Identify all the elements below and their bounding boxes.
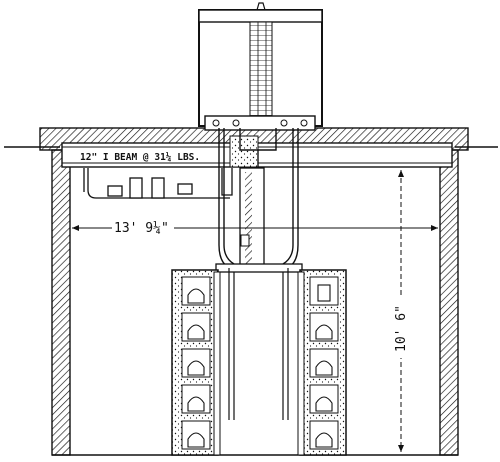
i-beam xyxy=(61,135,453,168)
left-switch-rack xyxy=(171,269,221,456)
right-wall xyxy=(439,149,459,456)
crossbar xyxy=(215,263,303,273)
width-dimension-label: 13' 9¼" xyxy=(114,221,169,236)
transformer-tank xyxy=(198,2,323,131)
right-switch-rack xyxy=(297,269,347,456)
center-column xyxy=(239,167,265,269)
beam-label: 12" I BEAM @ 31¼ LBS. xyxy=(80,152,200,163)
bus-fittings xyxy=(83,168,233,199)
height-dimension-label: 10' 6" xyxy=(394,305,409,352)
rack-cables xyxy=(228,268,289,420)
left-wall xyxy=(51,149,71,456)
